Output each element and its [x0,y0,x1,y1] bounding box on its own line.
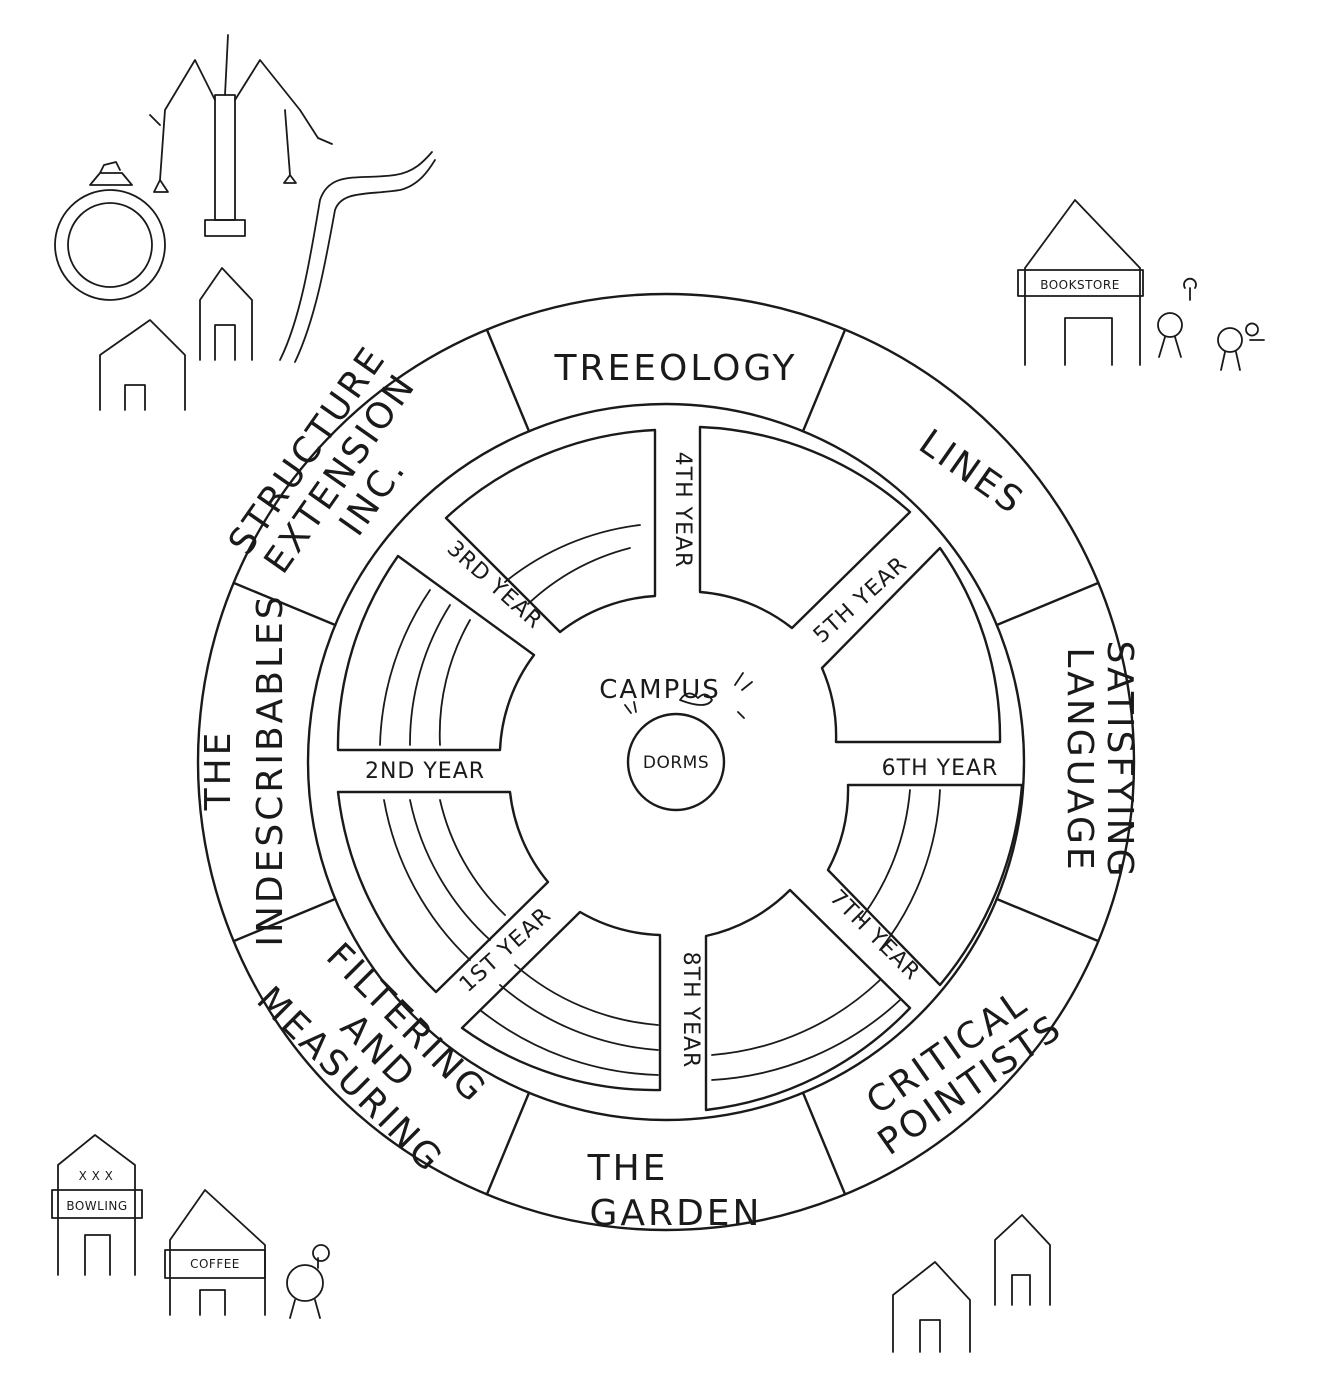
tower-doodle [149,34,333,237]
ring-icon [54,189,166,301]
year-block-1st [336,790,550,994]
dept-indescribables-line-2: INDESCRIBABLES [250,593,291,946]
bowling-doodle [51,1134,143,1276]
year-block-6th [826,783,1024,987]
path-doodle [279,151,436,363]
track-line [504,524,641,583]
ring-doodle [54,161,166,301]
bowling-sign: BOWLING [66,1199,127,1213]
house-doodle-right [892,1214,1051,1353]
year-label-4th: 4TH YEAR [670,452,695,569]
track-line [711,999,901,1081]
house-icon [99,319,186,411]
middle-ring [306,402,1026,1122]
track-line [409,799,491,941]
xxx-sign: X X X [79,1169,114,1183]
department-divider [995,897,1100,943]
house-icon [994,1214,1051,1306]
department-divider [232,897,337,943]
track-line [527,547,631,605]
house-icon [169,1189,266,1316]
dept-indescribables-line-1: THE [198,730,239,812]
house-icon [892,1261,971,1353]
track-line [383,799,471,961]
track-line [409,604,451,746]
coffee-sign: COFFEE [190,1257,240,1271]
track-line [479,1009,659,1076]
house-doodle-left [99,267,253,411]
year-block-8th [460,910,662,1092]
dept-the-garden-line-1: THE [587,1148,669,1189]
bookstore-doodle [1017,199,1265,371]
house-icon [199,267,253,361]
year-label-3rd: 3RD YEAR [442,536,547,634]
department-labels: TREEOLOGY LINES SATISFYING LANGUAGE CRIT… [198,339,1140,1234]
dept-the-garden: THE GARDEN [587,1148,763,1234]
year-block-4th [698,425,912,630]
year-ring [336,425,1024,1112]
department-divider [995,581,1100,627]
dept-lines: LINES [911,422,1031,523]
dorms-label: DORMS [643,753,709,773]
track-line [859,789,911,921]
person-icon [1157,312,1183,338]
person-icon [286,1264,324,1302]
dept-critical-pointists: CRITICAL POINTISTS [859,982,1070,1164]
dept-treeology: TREEOLOGY [553,348,797,389]
coffee-doodle [164,1189,330,1319]
track-line [711,979,881,1056]
year-label-5th: 5TH YEAR [809,552,912,649]
track-line [438,619,471,746]
dept-satisfying-language: SATISFYING LANGUAGE [1059,641,1140,880]
dept-structure-extension: STRUCTURE EXTENSION INC. [221,339,425,581]
track-line [379,589,431,746]
track-line [879,789,941,951]
track-line [439,799,506,916]
dept-the-indescribables: THE INDESCRIBABLES [198,593,291,946]
year-label-8th: 8TH YEAR [678,952,703,1069]
campus-label: CAMPUS [599,675,721,705]
year-block-3rd [444,428,657,634]
track-line [514,964,659,1026]
department-divider [232,581,337,627]
track-line [499,984,659,1051]
year-block-5th [820,546,1002,744]
campus-wheel: DORMS CAMPUS TREEOLOGY LINES SATISFYING … [196,292,1140,1234]
outer-ring [196,292,1136,1232]
house-icon [1024,199,1141,366]
person-icon [1217,327,1243,353]
campus-shrub-icon [624,672,753,719]
tower-icon [214,94,236,221]
year-label-2nd: 2ND YEAR [365,759,485,784]
year-block-7th [704,888,912,1112]
year-block-2nd [336,554,536,752]
house-icon [57,1134,136,1276]
department-divider [485,328,531,433]
dept-satisfying-language-line-1: SATISFYING [1099,641,1140,880]
department-divider [801,1091,847,1196]
dept-the-garden-line-2: GARDEN [590,1193,763,1234]
department-divider [485,1091,531,1196]
department-divider [801,328,847,433]
department-dividers [232,328,1100,1196]
year-tracks [379,524,941,1081]
bookstore-sign: BOOKSTORE [1040,278,1120,292]
year-label-6th: 6TH YEAR [882,756,999,781]
dorms-circle [626,712,726,812]
dept-satisfying-language-line-2: LANGUAGE [1059,647,1100,872]
